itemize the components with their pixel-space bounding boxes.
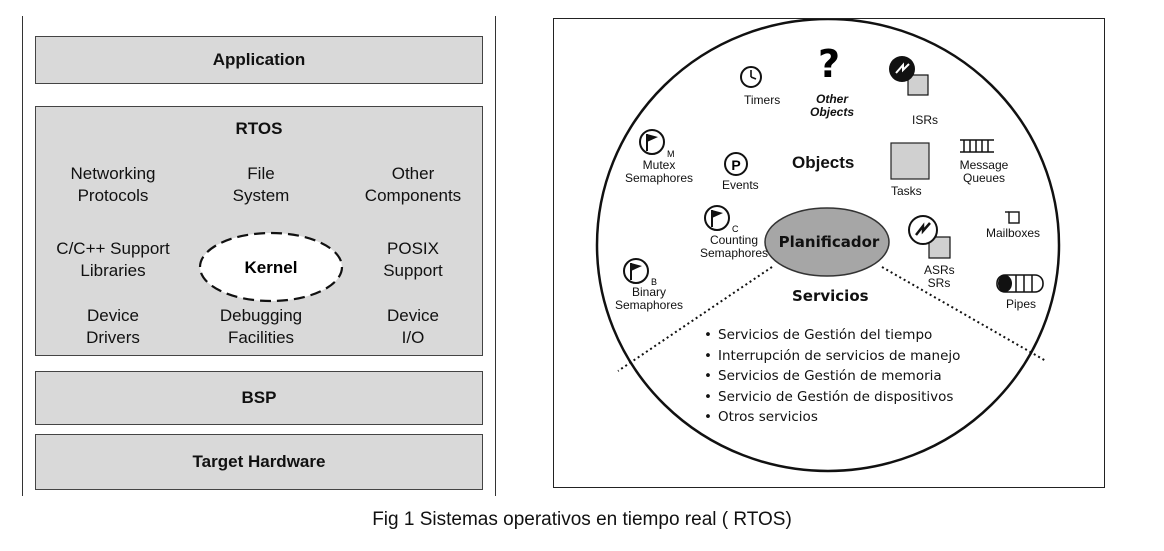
list-item: Otros servicios (704, 407, 960, 428)
isrs-label: ISRs (912, 113, 939, 127)
rtos-architecture-panel: Application RTOS Networking Protocols Fi… (22, 16, 496, 496)
kernel-label: Kernel (245, 258, 298, 277)
counting-line-2: Semaphores (699, 246, 769, 260)
list-item: Servicio de Gestión de dispositivos (704, 387, 960, 408)
cpp-support-component: C/C++ Support Libraries (38, 238, 188, 282)
services-list: Servicios de Gestión del tiempo Interrup… (704, 325, 960, 428)
kernel-ellipse: Kernel (198, 231, 344, 303)
cpp-support-line-1: C/C++ Support (56, 239, 170, 258)
other-objects-line-2: Objects (809, 105, 854, 119)
asrs-line-2: SRs (927, 276, 951, 290)
posix-support-component: POSIX Support (338, 238, 488, 282)
networking-protocols-component: Networking Protocols (38, 163, 188, 207)
message-queues-label: Message Queues (954, 159, 1014, 185)
dotted-line-left (617, 266, 773, 372)
device-io-line-2: I/O (401, 328, 425, 347)
debugging-facilities-component: Debugging Facilities (186, 305, 336, 349)
mutex-subscript: M (667, 149, 675, 159)
tasks-label: Tasks (891, 184, 922, 198)
application-label: Application (212, 50, 306, 69)
planificador-ellipse (764, 207, 890, 277)
events-glyph: P (731, 157, 740, 173)
device-drivers-line-1: Device (87, 306, 139, 325)
mutex-line-2: Semaphores (624, 171, 694, 185)
timers-label: Timers (744, 93, 781, 107)
binary-semaphores-label: Binary Semaphores (604, 286, 694, 312)
posix-line-2: Support (383, 261, 443, 280)
other-objects-label: Other Objects (802, 93, 862, 119)
debugging-line-1: Debugging (219, 306, 303, 325)
binary-line-2: Semaphores (614, 298, 684, 312)
target-hardware-layer: Target Hardware (35, 434, 483, 490)
binary-subscript: B (651, 277, 657, 287)
other-objects-line-1: Other (815, 92, 848, 106)
message-queues-line-2: Queues (962, 171, 1006, 185)
device-drivers-component: Device Drivers (38, 305, 188, 349)
dotted-line-right (881, 266, 1047, 362)
servicios-title: Servicios (792, 287, 869, 305)
timer-icon (740, 66, 762, 88)
file-system-line-2: System (232, 186, 290, 205)
file-system-line-1: File (247, 164, 275, 183)
counting-semaphores-label: Counting Semaphores (689, 234, 779, 260)
device-io-component: Device I/O (338, 305, 488, 349)
list-item: Servicios de Gestión del tiempo (704, 325, 960, 346)
debugging-line-2: Facilities (227, 328, 295, 347)
networking-line-1: Networking (70, 164, 156, 183)
pipes-label: Pipes (1006, 297, 1037, 311)
file-system-component: File System (186, 163, 336, 207)
question-mark-icon: ? (818, 42, 840, 86)
counting-line-1: Counting (709, 233, 759, 247)
mailboxes-label: Mailboxes (986, 226, 1041, 240)
planificador-label: Planificador (778, 233, 880, 251)
bsp-layer: BSP (35, 371, 483, 425)
application-layer: Application (35, 36, 483, 84)
cpp-support-line-2: Libraries (80, 261, 146, 280)
networking-line-2: Protocols (77, 186, 149, 205)
events-icon: P (724, 152, 748, 176)
mutex-flag-icon (639, 129, 665, 155)
bsp-label: BSP (241, 388, 277, 407)
counting-flag-icon (704, 205, 730, 231)
asrs-srs-label: ASRs SRs (924, 263, 955, 290)
rtos-layer: RTOS Networking Protocols File System Ot… (35, 106, 483, 356)
list-item: Interrupción de servicios de manejo (704, 346, 960, 367)
tasks-box-icon (890, 142, 930, 180)
other-components-component: Other Components (338, 163, 488, 207)
device-io-line-1: Device (387, 306, 439, 325)
asr-icon (908, 215, 951, 259)
posix-line-1: POSIX (387, 239, 439, 258)
counting-subscript: C (732, 224, 739, 234)
message-queues-line-1: Message (959, 158, 1009, 172)
other-components-line-2: Components (364, 186, 462, 205)
mailbox-icon (1005, 211, 1020, 224)
figure-caption: Fig 1 Sistemas operativos en tiempo real… (372, 509, 792, 530)
rtos-title: RTOS (235, 119, 283, 138)
mutex-line-1: Mutex (642, 158, 676, 172)
events-label: Events (722, 178, 759, 192)
objects-label: Objects (792, 153, 855, 172)
message-queue-icon (960, 139, 994, 153)
list-item: Servicios de Gestión de memoria (704, 366, 960, 387)
binary-line-1: Binary (631, 285, 666, 299)
device-drivers-line-2: Drivers (86, 328, 140, 347)
binary-flag-icon (623, 258, 649, 284)
asrs-line-1: ASRs (924, 263, 955, 277)
mutex-semaphores-label: Mutex Semaphores (614, 159, 704, 185)
rtos-objects-panel: ? M P (553, 18, 1105, 488)
pipe-icon (996, 274, 1044, 293)
isr-icon (889, 56, 929, 96)
target-hardware-label: Target Hardware (192, 452, 326, 471)
other-components-line-1: Other (391, 164, 435, 183)
